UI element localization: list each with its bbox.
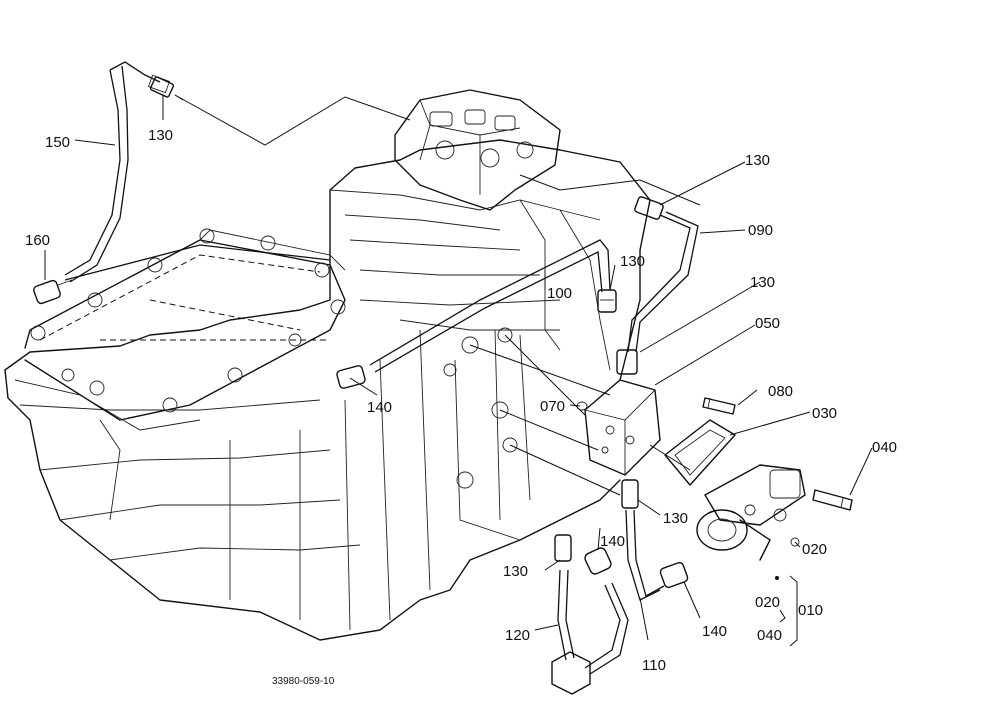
leader-lines xyxy=(44,94,873,647)
elbow-140-lower-left xyxy=(584,547,612,575)
pipe-120 xyxy=(551,569,629,695)
pipe-160-run xyxy=(64,244,331,281)
callout-140: 140 xyxy=(702,623,727,640)
pipe-110 xyxy=(625,509,665,601)
callout-140: 140 xyxy=(367,399,392,416)
pipe-090 xyxy=(627,211,699,353)
figure-code: 33980-059-10 xyxy=(272,676,335,687)
valve-block-050 xyxy=(584,379,661,476)
callout-130: 130 xyxy=(745,152,770,169)
washer-020 xyxy=(790,537,800,547)
fitting-130-block xyxy=(616,349,638,375)
fitting-130-right xyxy=(634,196,664,220)
fitting-130-lower-left xyxy=(554,534,572,562)
callout-150: 150 xyxy=(45,134,70,151)
fitting-130-mid xyxy=(597,289,617,313)
callout-110: 110 xyxy=(642,657,666,674)
pipe-150 xyxy=(64,61,171,283)
callout-010: 010 xyxy=(798,602,823,619)
callout-120: 120 xyxy=(505,627,530,644)
callout-030: 030 xyxy=(812,405,837,422)
callout-050: 050 xyxy=(755,315,780,332)
bolt-040 xyxy=(812,489,853,511)
callout-100: 100 xyxy=(547,285,572,302)
callout-020: 020 xyxy=(802,541,827,558)
callout-020: 020 xyxy=(755,594,780,611)
callout-040: 040 xyxy=(757,627,782,644)
transmission-housing xyxy=(4,89,651,641)
elbow-140-lower-right xyxy=(659,561,689,589)
fitting-160 xyxy=(33,279,73,305)
pipe-100 xyxy=(369,239,611,373)
callout-090: 090 xyxy=(748,222,773,239)
cover-bolts xyxy=(30,228,346,413)
callout-130: 130 xyxy=(503,563,528,580)
callout-080: 080 xyxy=(768,383,793,400)
solenoid-valve-010 xyxy=(696,464,806,561)
callout-130: 130 xyxy=(750,274,775,291)
callout-160: 160 xyxy=(25,232,50,249)
callout-130: 130 xyxy=(620,253,645,270)
callout-130: 130 xyxy=(663,510,688,527)
bolt-080 xyxy=(702,397,736,415)
gasket-030 xyxy=(664,419,736,486)
callout-040: 040 xyxy=(872,439,897,456)
fitting-130-lower-mid xyxy=(621,479,639,509)
elbow-140-left xyxy=(336,365,366,389)
callout-140: 140 xyxy=(600,533,625,550)
callout-070: 070 xyxy=(540,398,565,415)
callout-labels: 150 130 160 130 090 130 100 130 050 080 … xyxy=(25,127,897,687)
callout-130: 130 xyxy=(148,127,173,144)
